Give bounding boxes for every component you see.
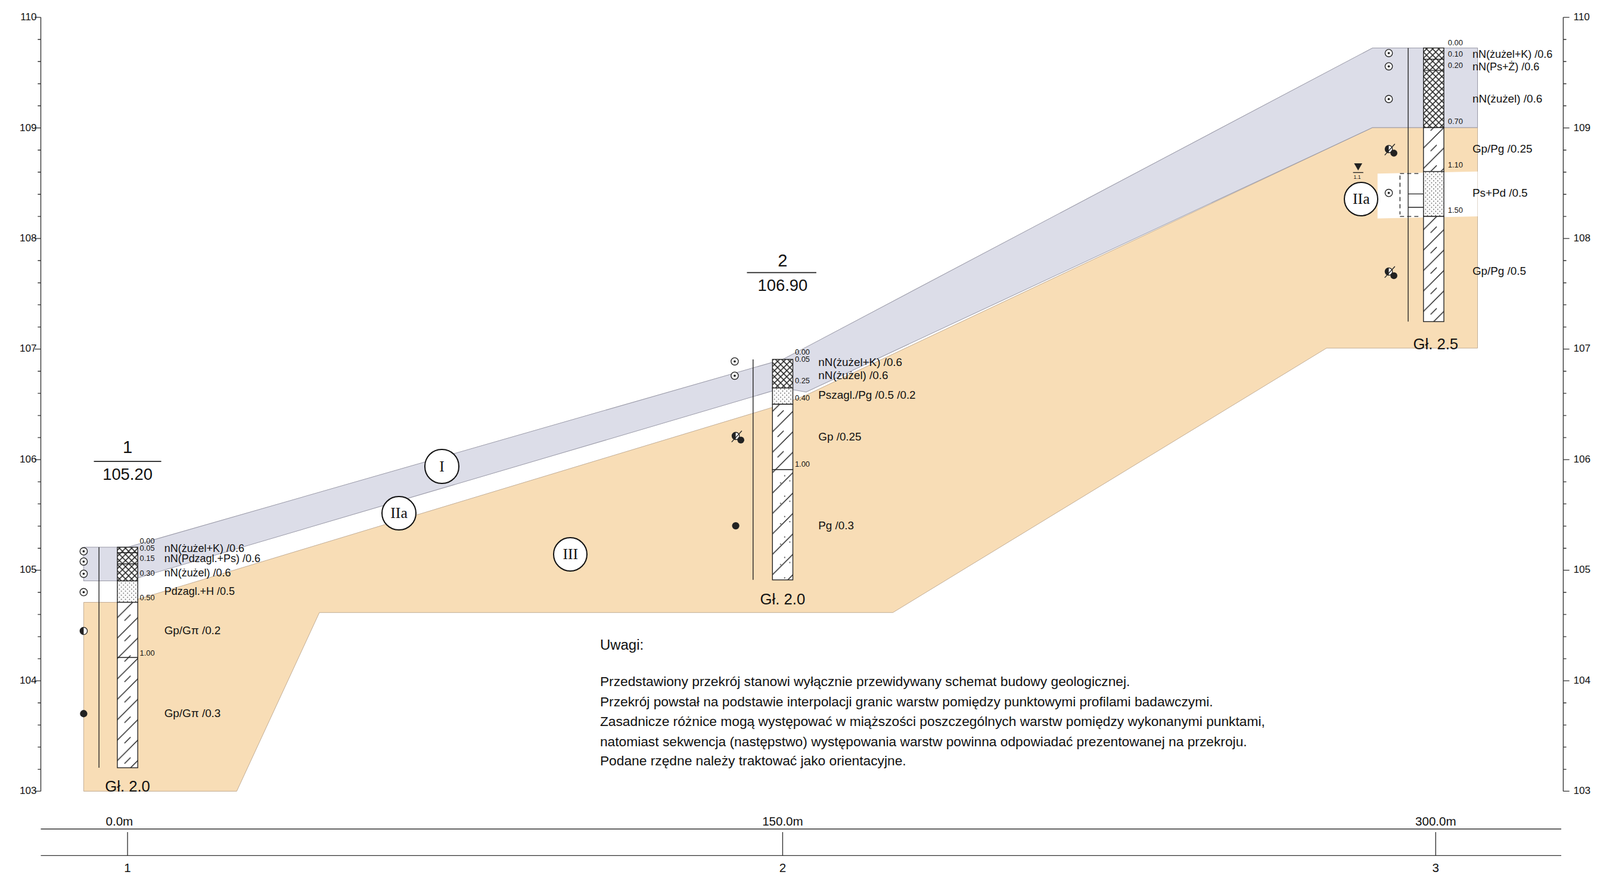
section-label: 0.00 [1448,38,1463,48]
section-label: 104 [1573,674,1591,686]
layer-number: IIa [1352,191,1370,207]
layer-callout-circle: I [424,448,459,484]
borehole-3 [1408,48,1444,322]
section-label: Pdzagl.+H /0.5 [164,585,235,598]
section-label: 0.20 [1448,61,1463,70]
section-label: 0.50 [140,593,155,602]
section-label: 3 [1432,860,1440,875]
section-label: 1.10 [1448,160,1463,170]
section-label: 105 [19,564,37,576]
section-label: nN(Ps+Ż) /0.6 [1472,61,1540,74]
section-label: 110 [1573,11,1590,24]
section-label: Gł. 2.5 [1412,335,1459,353]
section-label: nN(żużel) /0.6 [1472,92,1543,106]
section-label: nN(żużel+K) /0.6 [1472,49,1553,62]
section-label: Ps+Pd /0.5 [1472,186,1528,200]
section-label: nN(żużel+K) /0.6 [818,356,903,369]
section-label: 109 [1573,122,1591,134]
section-label: Gp/Pg /0.25 [1472,143,1533,156]
layer-number: I [439,458,445,475]
layer-I [83,48,1478,582]
layer-number: III [562,546,579,562]
borehole-header-lines [94,272,817,462]
section-label: 0.0m [106,814,134,829]
section-label: Uwagi: [600,637,644,653]
section-label: 1 [122,437,133,457]
lens-IIa [1377,171,1478,219]
section-label: Przekrój powstał na podstawie interpolac… [600,694,1214,710]
section-label: 1 [123,860,131,875]
section-label: 1.00 [794,460,810,469]
section-label: Pg /0.3 [818,519,854,533]
layer-callout-circle: IIa [1343,181,1379,217]
section-label: 300.0m [1415,814,1456,829]
distance-axis [40,828,1561,856]
section-label: 0.25 [794,376,810,385]
borehole-2 [753,359,794,580]
section-label: Przedstawiony przekrój stanowi wyłącznie… [600,673,1131,689]
section-label: 2 [777,250,788,270]
section-label: Zasadnicze różnice mogą występować w mią… [600,713,1266,729]
water-table-symbol [1353,163,1364,173]
section-label: natomiast sekwencja (następstwo) występo… [600,734,1248,750]
borehole-1 [98,547,138,768]
section-label: Pszagl./Pg /0.5 /0.2 [818,388,916,402]
section-label: 1.1 [1353,174,1362,180]
section-label: 108 [19,232,37,245]
section-label: 2 [779,860,786,875]
section-label: 107 [1573,343,1591,355]
layer-callout-circle: III [552,536,588,572]
section-label: 107 [19,343,37,355]
section-label: nN(Pdzagl.+Ps) /0.6 [164,552,261,565]
section-label: nN(żużel) /0.6 [818,369,888,382]
section-label: 106.90 [757,276,809,295]
section-label: Podane rzędne należy traktować jako orie… [600,753,907,769]
section-label: Gp/Gπ /0.2 [164,624,222,638]
layer-III [83,127,1478,791]
section-label: 0.05 [794,355,810,364]
section-label: 1.00 [140,648,155,658]
section-label: 109 [19,122,37,134]
section-label: 106 [1573,453,1591,465]
section-label: 104 [19,674,37,686]
section-label: nN(żużel) /0.6 [164,567,232,580]
section-label: 103 [19,785,37,797]
section-label: Gł. 2.0 [104,777,151,794]
layer-number: IIa [390,505,408,521]
section-label: 110 [20,11,37,24]
section-label: Gł. 2.0 [760,590,806,608]
section-label: 103 [1573,785,1591,797]
section-label: 106 [19,453,37,465]
section-label: 1.50 [1448,206,1463,215]
sample-symbols [79,49,1398,718]
section-label: 150.0m [762,814,803,829]
section-label: 0.10 [1448,50,1463,59]
section-label: 108 [1573,232,1591,245]
section-label: Gp /0.25 [818,430,862,444]
layer-callout-circle: IIa [381,495,416,531]
section-label: 0.70 [1448,117,1463,126]
section-label: 0.30 [140,569,155,578]
section-label: 105 [1573,564,1591,576]
lens-boundary [1399,173,1421,217]
section-label: Gp/Gπ /0.3 [164,707,222,720]
section-label: 0.05 [140,543,155,552]
section-label: Gp/Pg /0.5 [1472,265,1527,278]
elevation-axes [34,17,1570,791]
section-label: 105.20 [102,465,153,484]
section-label: 0.15 [140,554,155,563]
section-label: 0.40 [794,393,810,403]
